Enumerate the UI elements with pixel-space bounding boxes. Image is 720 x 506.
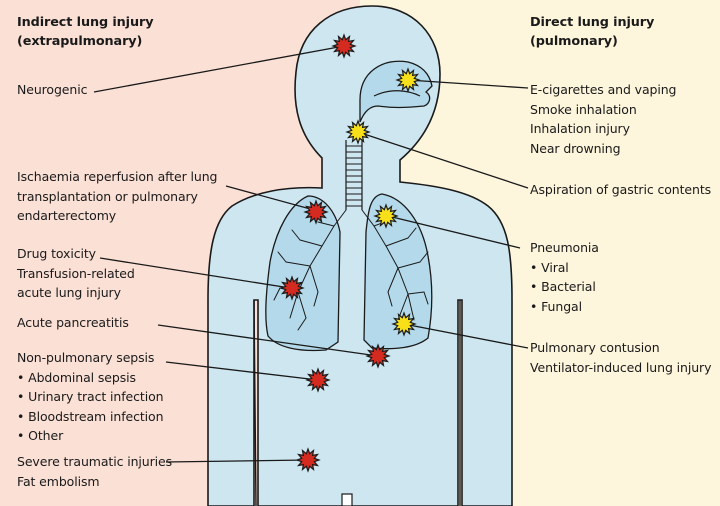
inhalation-line-3: Inhalation injury	[530, 121, 630, 136]
line-trauma	[165, 459, 309, 463]
marker-right-lung-upper	[373, 203, 399, 229]
pneumonia-line-2: • Viral	[530, 259, 569, 275]
line-ischaemia	[225, 185, 315, 211]
label-drug-toxicity: Drug toxicity Transfusion-related acute …	[17, 244, 135, 303]
direct-heading-line-2: (pulmonary)	[530, 34, 618, 49]
ischaemia-line-2: transplantation or pulmonary	[17, 188, 198, 204]
indirect-heading: Indirect lung injury (extrapulmonary)	[17, 13, 154, 51]
marker-left-lung-lower	[279, 275, 305, 301]
neurogenic-text: Neurogenic	[17, 82, 88, 97]
drug-line-1: Drug toxicity	[17, 246, 96, 261]
drug-line-3: acute lung injury	[17, 285, 121, 300]
label-contusion: Pulmonary contusion Ventilator-induced l…	[530, 338, 711, 377]
marker-pelvis	[295, 447, 321, 473]
line-contusion	[403, 323, 529, 349]
right-lung	[363, 193, 433, 350]
inhalation-line-2: Smoke inhalation	[530, 101, 637, 117]
inhalation-line-1: E-cigarettes and vaping	[530, 82, 677, 97]
contusion-line-2: Ventilator-induced lung injury	[530, 359, 712, 375]
body-silhouette	[207, 5, 513, 506]
direct-heading-line-1: Direct lung injury	[530, 15, 655, 30]
tongue	[373, 90, 421, 97]
marker-nose	[395, 67, 421, 93]
aspiration-text: Aspiration of gastric contents	[530, 182, 712, 197]
trachea	[345, 140, 363, 210]
line-inhalation	[407, 79, 529, 89]
marker-pancreas	[365, 343, 391, 369]
trauma-line-2: Fat embolism	[17, 473, 100, 489]
label-neurogenic: Neurogenic	[17, 80, 87, 100]
label-pancreatitis: Acute pancreatitis	[17, 313, 129, 333]
label-pneumonia: Pneumonia • Viral • Bacterial • Fungal	[530, 238, 599, 316]
pneumonia-line-1: Pneumonia	[530, 240, 599, 255]
direct-heading: Direct lung injury (pulmonary)	[530, 13, 654, 51]
connector-lines	[93, 45, 529, 463]
pneumonia-line-4: • Fungal	[530, 298, 582, 314]
ischaemia-line-3: endarterectomy	[17, 208, 117, 223]
line-pneumonia	[387, 215, 521, 249]
marker-brain	[331, 33, 357, 59]
label-inhalation: E-cigarettes and vaping Smoke inhalation…	[530, 80, 677, 158]
marker-right-lung-lower	[391, 311, 417, 337]
sepsis-line-2: • Abdominal sepsis	[17, 369, 136, 385]
injury-markers	[279, 33, 421, 473]
label-trauma: Severe traumatic injuries Fat embolism	[17, 452, 172, 491]
body-notch	[341, 493, 353, 506]
pneumonia-line-3: • Bacterial	[530, 279, 596, 294]
drug-line-2: Transfusion-related	[17, 265, 135, 281]
line-pancreatitis	[157, 324, 379, 357]
sepsis-line-3: • Urinary tract infection	[17, 389, 164, 404]
pancreatitis-text: Acute pancreatitis	[17, 315, 129, 330]
left-arm-line	[253, 299, 257, 506]
sepsis-line-1: Non-pulmonary sepsis	[17, 350, 155, 365]
label-sepsis: Non-pulmonary sepsis • Abdominal sepsis …	[17, 348, 164, 446]
line-neurogenic	[93, 45, 345, 93]
inhalation-line-4: Near drowning	[530, 140, 621, 156]
ischaemia-line-1: Ischaemia reperfusion after lung	[17, 169, 218, 184]
marker-pharynx	[345, 119, 371, 145]
line-drug	[99, 257, 291, 289]
marker-left-lung-upper	[303, 199, 329, 225]
indirect-heading-line-2: (extrapulmonary)	[17, 34, 143, 49]
sepsis-line-5: • Other	[17, 428, 64, 443]
indirect-heading-line-1: Indirect lung injury	[17, 15, 154, 30]
contusion-line-1: Pulmonary contusion	[530, 340, 660, 355]
marker-abdomen	[305, 367, 331, 393]
sepsis-line-4: • Bloodstream infection	[17, 408, 164, 424]
line-sepsis	[165, 361, 319, 381]
label-aspiration: Aspiration of gastric contents	[530, 180, 711, 200]
label-ischaemia: Ischaemia reperfusion after lung transpl…	[17, 167, 218, 226]
trauma-line-1: Severe traumatic injuries	[17, 454, 173, 469]
line-aspiration	[357, 131, 529, 189]
